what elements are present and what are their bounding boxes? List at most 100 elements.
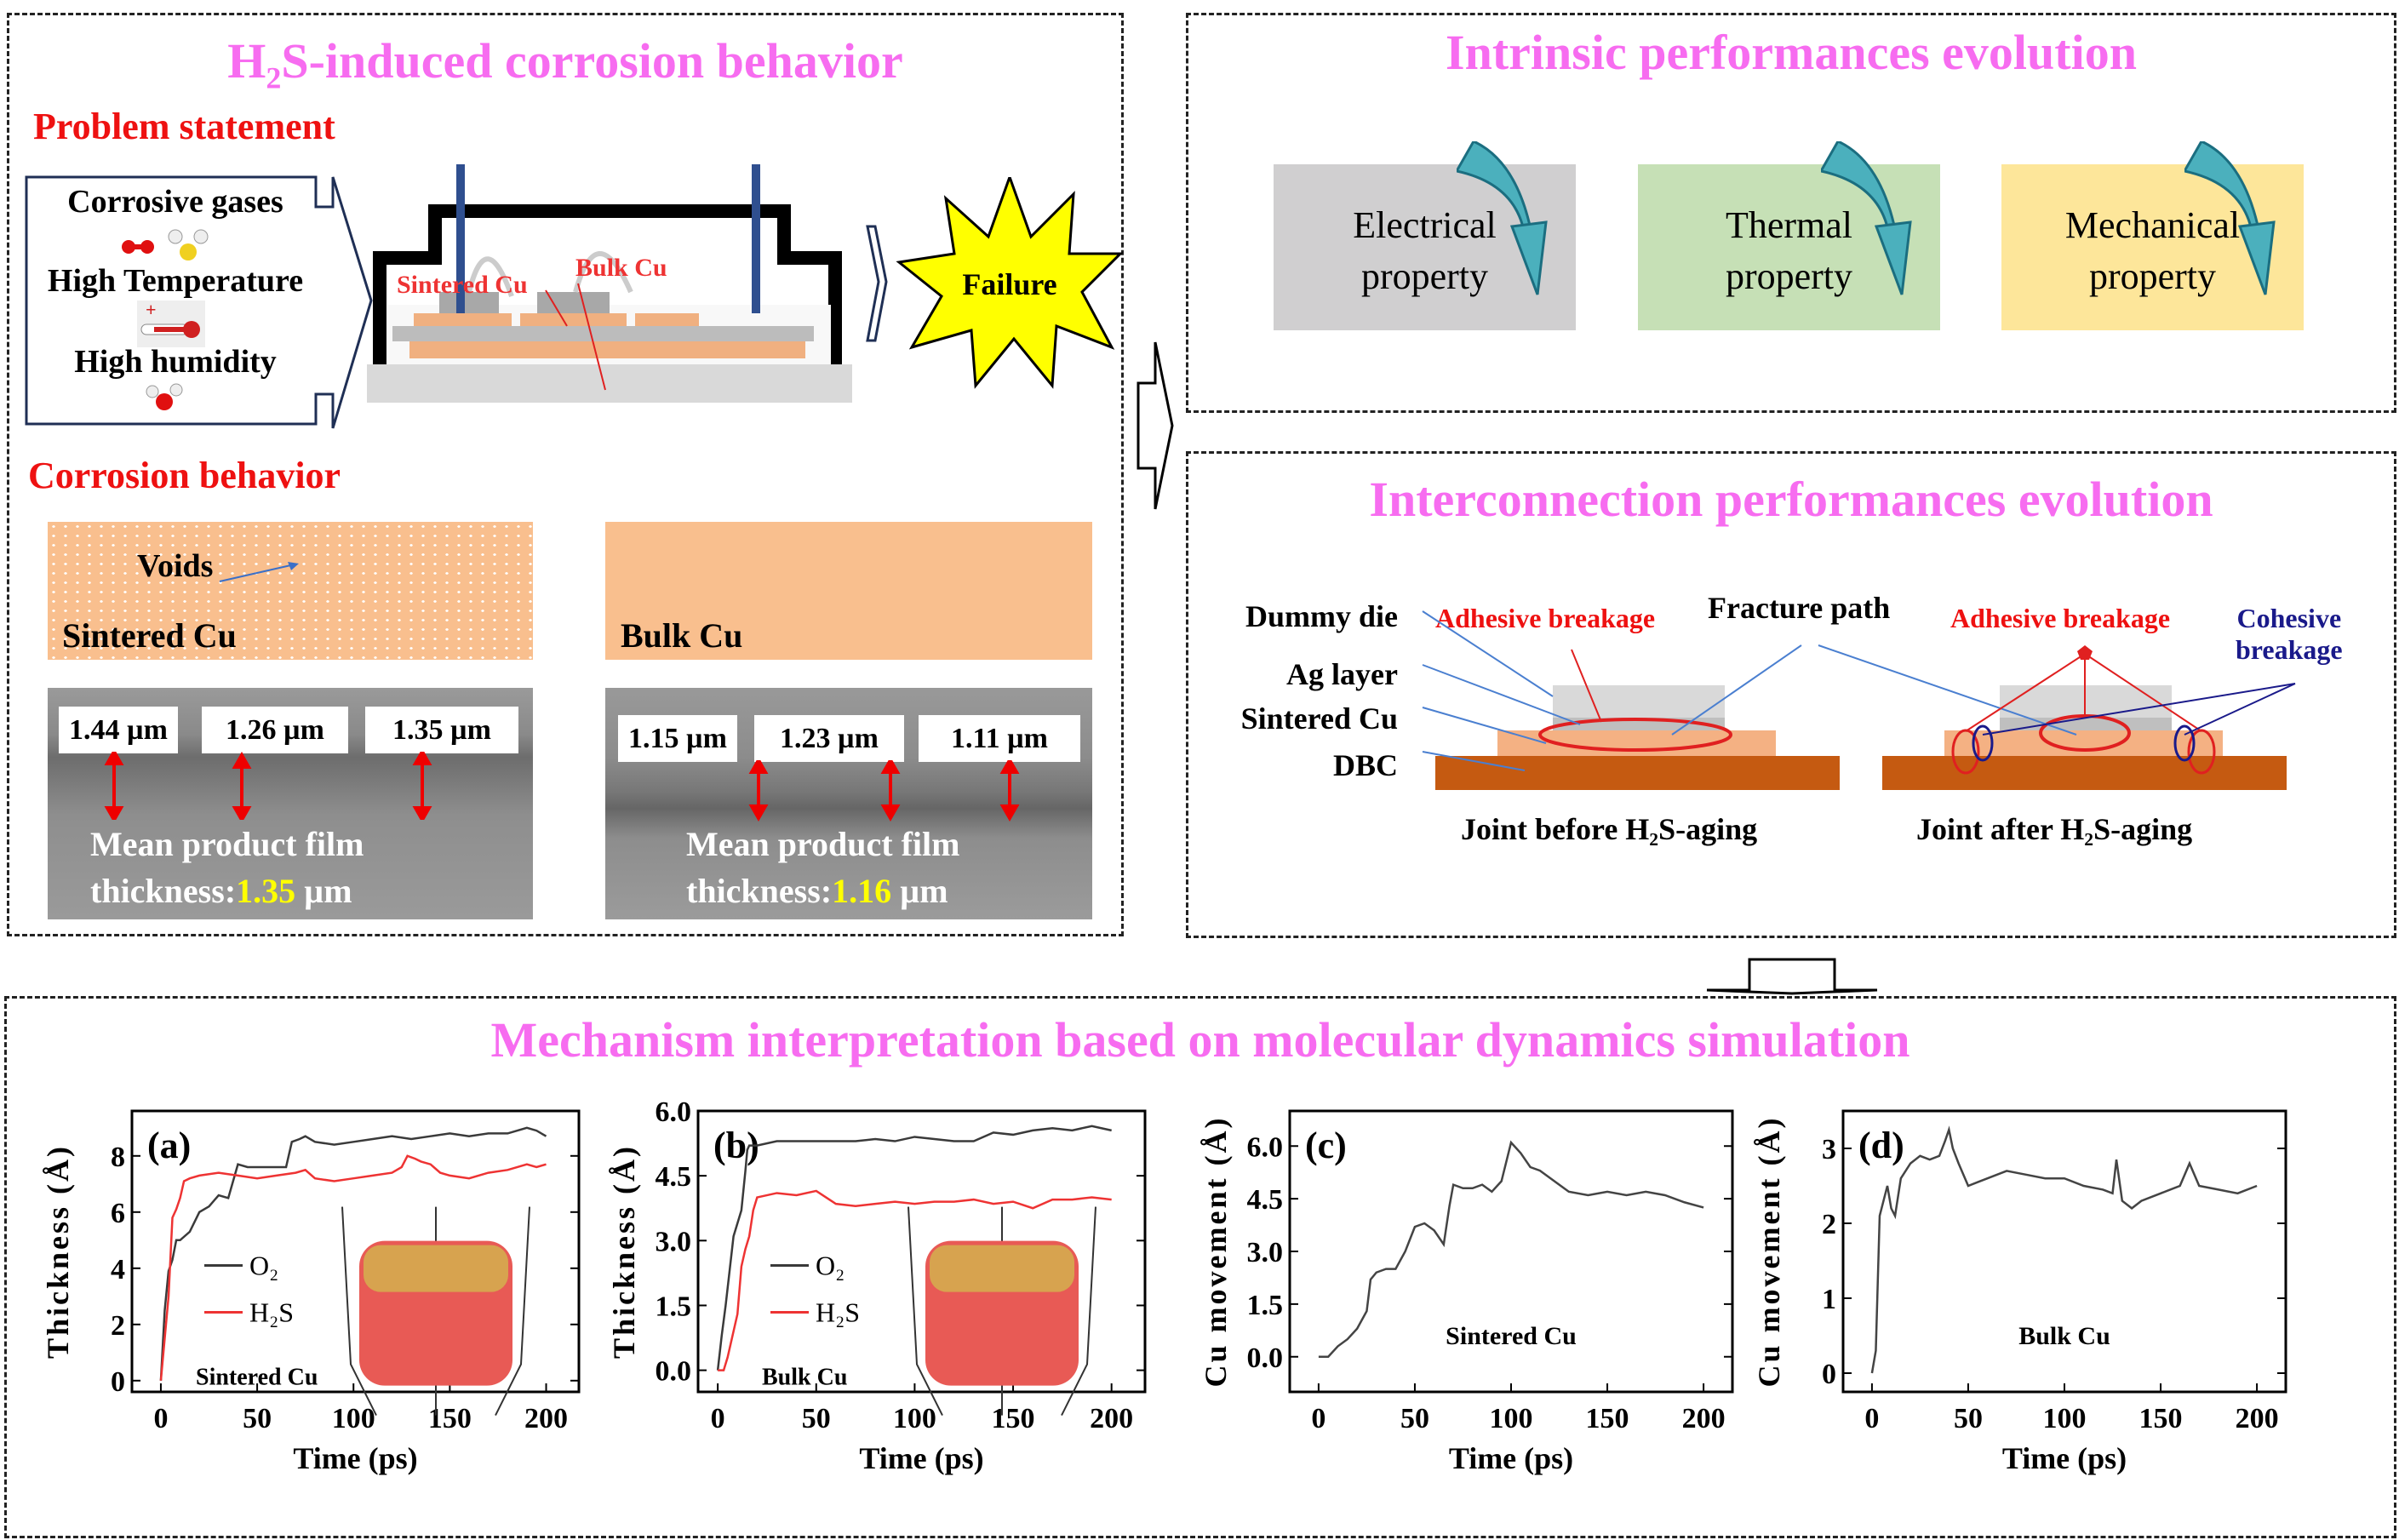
chevron-arrow-icon	[866, 225, 888, 342]
svg-text:+: +	[146, 301, 157, 320]
mean-prefix: thickness:	[90, 872, 237, 910]
y-tick-label: 3	[1822, 1134, 1836, 1165]
x-tick-label: 0	[711, 1403, 725, 1434]
panel-label: (a)	[147, 1125, 191, 1166]
cohesive-line2: breakage	[2236, 634, 2343, 665]
sintered-measure-1: 1.44 µm	[59, 707, 178, 753]
plot-frame	[130, 1109, 581, 1394]
bulk-measure-2: 1.23 µm	[754, 715, 904, 762]
corrosion-behavior-heading: Corrosion behavior	[28, 455, 341, 496]
curved-arrow-icon	[1457, 141, 1548, 295]
series-line-o2	[159, 1126, 547, 1381]
power-module-package-diagram	[367, 164, 852, 403]
title-subscript: 2	[266, 60, 282, 95]
bulk-cu-label: Bulk Cu	[621, 616, 743, 655]
x-tick-label: 100	[893, 1403, 936, 1434]
bulk-measure-1: 1.15 µm	[618, 715, 737, 762]
chart-annotation: Bulk Cu	[762, 1365, 847, 1391]
mean-unit: µm	[891, 872, 948, 910]
x-axis-label: Time (ps)	[293, 1441, 417, 1475]
sintered-mean-value: 1.35	[236, 872, 296, 910]
interconnection-panel-title: Interconnection performances evolution	[1369, 472, 2213, 527]
sintered-cu-cross-section	[48, 522, 533, 660]
y-tick-label: 4.5	[1247, 1184, 1284, 1216]
failure-starburst-icon	[896, 177, 1124, 389]
x-tick-label: 50	[1954, 1403, 1983, 1434]
x-tick-label: 200	[2236, 1403, 2279, 1434]
mechanism-panel-title: Mechanism interpretation based on molecu…	[490, 1012, 1910, 1068]
bulk-measure-arrows	[748, 760, 1020, 822]
x-tick-label: 100	[2043, 1403, 2087, 1434]
bulk-mean-value: 1.16	[832, 872, 892, 910]
legend-label: H₂S	[816, 1297, 860, 1328]
x-tick-label: 50	[802, 1403, 831, 1434]
bulk-mean-line1: Mean product film	[686, 825, 960, 863]
mean-unit: µm	[295, 872, 352, 910]
y-axis-label: Cu movement (Å)	[1199, 1116, 1233, 1388]
corrosion-panel: H2S-induced corrosion behavior Problem s…	[7, 13, 1124, 936]
label-dummy-die: Dummy die	[1245, 599, 1398, 633]
sintered-measure-arrows	[104, 752, 432, 820]
y-tick-label: 0	[111, 1366, 125, 1398]
adhesive-breakage-label-after: Adhesive breakage	[1950, 603, 2171, 633]
curved-arrow-icon	[2184, 141, 2276, 295]
sintered-measure-3: 1.35 µm	[365, 707, 518, 753]
mean-prefix: thickness:	[686, 872, 833, 910]
legend-label: H₂S	[249, 1297, 294, 1328]
series-line-h2s	[718, 1189, 1112, 1371]
x-tick-label: 150	[1586, 1403, 1629, 1434]
voids-label: Voids	[137, 548, 214, 584]
x-axis-label: Time (ps)	[859, 1441, 983, 1475]
x-tick-label: 200	[1090, 1403, 1133, 1434]
corrosion-panel-title: H2S-induced corrosion behavior	[9, 32, 1121, 96]
curved-arrow-icon	[1821, 141, 1912, 295]
y-tick-label: 4.5	[656, 1161, 692, 1193]
series-line-cu	[1870, 1125, 2258, 1374]
y-axis-label: Thickness (Å)	[41, 1144, 75, 1359]
plot-frame	[696, 1109, 1147, 1394]
card-line2: property	[1725, 255, 1853, 297]
chart-annotation: Sintered Cu	[196, 1365, 318, 1391]
y-axis-label: Thickness (Å)	[607, 1144, 641, 1359]
block-arrow-down-icon	[1706, 958, 1878, 995]
y-tick-label: 0	[1822, 1359, 1836, 1390]
y-tick-label: 1	[1822, 1284, 1836, 1315]
chart-annotation: Bulk Cu	[2018, 1322, 2110, 1350]
label-sintered-cu: Sintered Cu	[1240, 701, 1398, 736]
x-tick-label: 0	[153, 1403, 168, 1434]
y-tick-label: 0.0	[656, 1356, 692, 1388]
x-tick-label: 150	[2139, 1403, 2183, 1434]
x-tick-label: 0	[1311, 1403, 1325, 1434]
x-tick-label: 100	[1490, 1403, 1533, 1434]
y-tick-label: 6.0	[1247, 1131, 1284, 1163]
adhesive-breakage-label-before: Adhesive breakage	[1435, 603, 1656, 633]
bulk-cu-callout: Bulk Cu	[575, 254, 667, 282]
x-tick-label: 200	[524, 1403, 568, 1434]
water-molecule-icon	[146, 383, 183, 410]
voids-arrow-icon	[219, 562, 299, 582]
sintered-mean-line2: thickness:1.35 µm	[90, 871, 352, 911]
joint-after-label: Joint after H₂S-aging	[1916, 812, 2193, 846]
sintered-mean-line1: Mean product film	[90, 825, 364, 863]
fracture-path-label: Fracture path	[1708, 591, 1891, 625]
label-dbc: DBC	[1332, 748, 1398, 782]
panel-label: (c)	[1305, 1125, 1347, 1166]
sintered-measure-2: 1.26 µm	[202, 707, 348, 753]
thermometer-icon: +	[137, 301, 205, 347]
card-line1: Electrical	[1353, 204, 1497, 246]
intrinsic-panel-title: Intrinsic performances evolution	[1446, 25, 2137, 80]
y-axis-label: Cu movement (Å)	[1752, 1116, 1786, 1388]
card-line1: Mechanical	[2064, 204, 2241, 246]
legend-label: O₂	[816, 1251, 845, 1281]
block-arrow-right-icon	[1137, 341, 1174, 510]
y-tick-label: 3.0	[1247, 1237, 1284, 1268]
y-tick-label: 4	[111, 1254, 125, 1285]
card-line1: Thermal	[1725, 204, 1853, 246]
title-h: H	[227, 33, 266, 89]
y-tick-label: 6	[111, 1198, 125, 1229]
